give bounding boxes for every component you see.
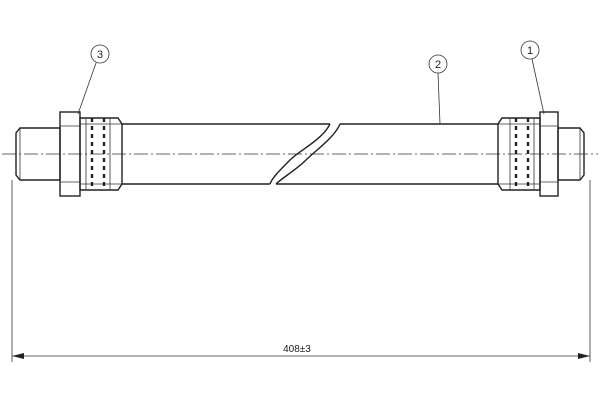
overall-length-dimension: 408±3 — [11, 180, 591, 362]
callout-3-label: 3 — [97, 49, 103, 61]
callout-1-circle — [520, 40, 540, 60]
left-fitting — [15, 111, 123, 197]
dimension-arrow-left — [12, 353, 24, 359]
hose-break-left — [269, 123, 331, 185]
hose-break-right — [275, 123, 341, 185]
callout-1-leader — [531, 58, 545, 115]
callout-3: 3 — [77, 44, 110, 115]
callout-3-leader — [77, 62, 97, 115]
dimension-label: 408±3 — [283, 344, 311, 355]
hose — [122, 123, 498, 185]
callout-2-label: 2 — [435, 59, 441, 71]
callout-2: 2 — [428, 54, 448, 125]
right-fitting — [497, 111, 585, 197]
callout-2-leader — [437, 72, 441, 125]
callout-3-circle — [90, 44, 110, 64]
callout-1: 1 — [520, 40, 545, 115]
dimension-arrow-right — [578, 353, 590, 359]
callout-1-label: 1 — [527, 45, 533, 57]
